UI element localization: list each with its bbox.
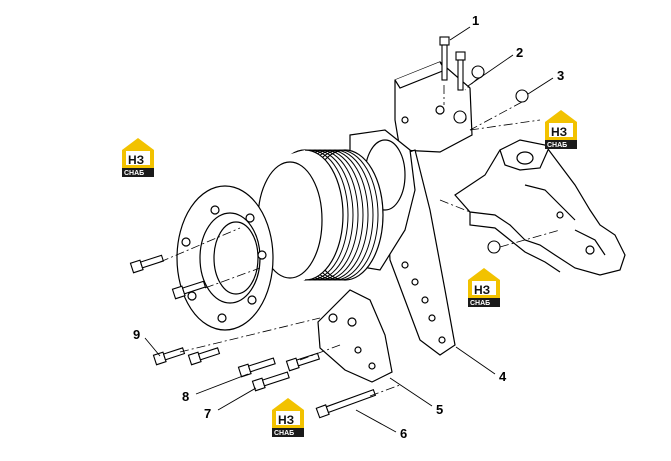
engine-housing bbox=[454, 139, 626, 276]
svg-text:СНАБ: СНАБ bbox=[124, 170, 144, 177]
callout-4: 4 bbox=[499, 369, 507, 384]
callout-7: 7 bbox=[204, 406, 211, 421]
upper-bracket bbox=[394, 61, 473, 153]
watermark-logo-4: НЗ СНАБ bbox=[272, 398, 304, 437]
callout-2: 2 bbox=[516, 45, 523, 60]
callout-3: 3 bbox=[557, 68, 564, 83]
watermark-logo-3: НЗ СНАБ bbox=[468, 268, 500, 307]
callout-5: 5 bbox=[436, 402, 443, 417]
watermark-logo-2: НЗ СНАБ bbox=[545, 110, 577, 149]
callout-9: 9 bbox=[133, 327, 140, 342]
callout-6: 6 bbox=[400, 426, 407, 441]
svg-text:НЗ: НЗ bbox=[278, 413, 294, 427]
svg-text:СНАБ: СНАБ bbox=[274, 430, 294, 437]
bolts bbox=[129, 36, 529, 419]
svg-text:СНАБ: СНАБ bbox=[547, 142, 567, 149]
callout-labels: 1 2 3 4 5 6 7 8 9 bbox=[133, 13, 564, 441]
leader-lines bbox=[144, 26, 554, 433]
watermark-logo-1: НЗ СНАБ bbox=[122, 138, 154, 177]
svg-text:СНАБ: СНАБ bbox=[470, 300, 490, 307]
svg-text:НЗ: НЗ bbox=[474, 283, 490, 297]
svg-text:НЗ: НЗ bbox=[128, 153, 144, 167]
svg-text:НЗ: НЗ bbox=[551, 125, 567, 139]
callout-1: 1 bbox=[472, 13, 479, 28]
callout-8: 8 bbox=[182, 389, 189, 404]
lower-bracket bbox=[317, 289, 393, 383]
pulley-assembly bbox=[176, 129, 456, 356]
